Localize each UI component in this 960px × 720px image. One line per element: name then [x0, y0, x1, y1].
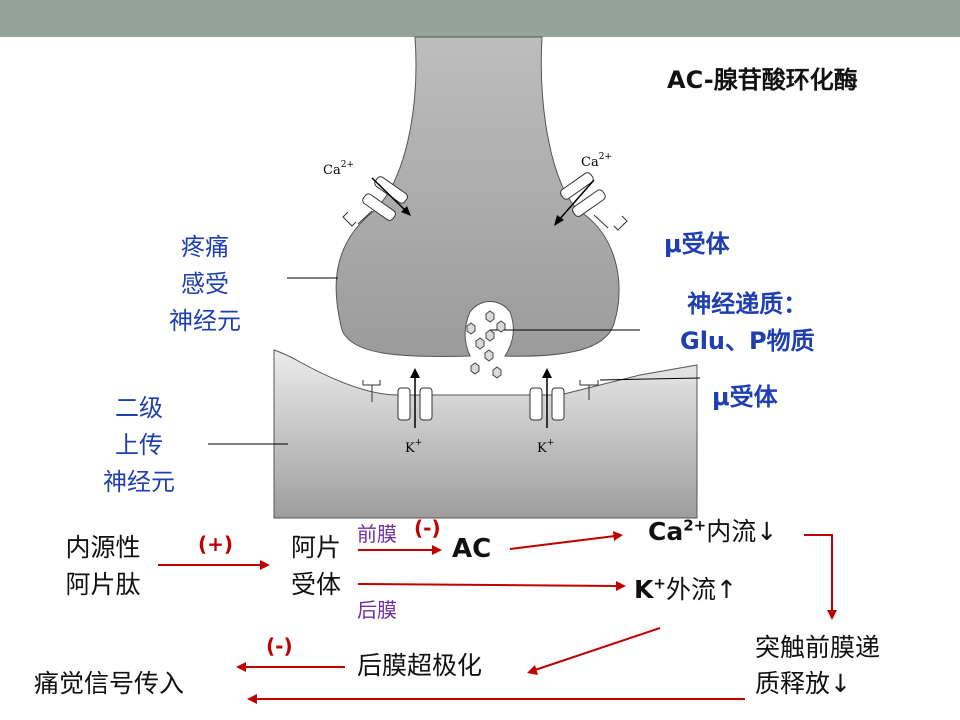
pain-signal-label: 痛觉信号传入 — [34, 669, 185, 698]
k-channel-left — [397, 368, 433, 428]
ca-arrow-left — [371, 177, 411, 216]
transmitter-release-label: 突触前膜递 质释放↓ — [755, 633, 881, 698]
presynaptic-terminal — [335, 36, 620, 358]
ca-influx-label: Ca2+内流↓ — [648, 516, 778, 546]
pain-neuron-label: 疼痛 感受 神经元 — [169, 233, 241, 335]
neurotransmitter-label: 神经递质： Glu、P物质 — [680, 290, 815, 355]
mu-receptor-post-left — [362, 380, 381, 402]
mu-receptor-post-right — [579, 380, 599, 400]
k-label-left: K+ — [405, 438, 422, 456]
mu-receptor-lower-label: μ受体 — [712, 383, 778, 411]
presynaptic-label: 前膜 — [357, 522, 397, 546]
k-label-right: K+ — [537, 438, 554, 456]
ca-label-right: Ca2+ — [581, 152, 612, 170]
ca-label-left: Ca2+ — [323, 160, 354, 178]
k-efflux-label: K+外流↑ — [634, 574, 737, 604]
opioid-receptor-label: 阿片 受体 — [290, 533, 341, 599]
mu-receptor-upper-label: μ受体 — [664, 230, 730, 258]
arrow-receptor-to-k — [357, 583, 619, 587]
arrow-ca-to-release — [804, 534, 833, 612]
arrow-k-to-hyperpolarization — [534, 627, 661, 671]
minus-sign-post: (-) — [266, 634, 293, 658]
postsynaptic-label: 后膜 — [357, 598, 397, 622]
postsynaptic-neuron — [273, 349, 698, 519]
second-neuron-label: 二级 上传 神经元 — [103, 394, 175, 496]
flow-arrows — [158, 531, 837, 704]
plus-sign: (+) — [198, 532, 234, 556]
page-title: AC-腺苷酸环化酶 — [667, 66, 858, 94]
hyperpolarization-label: 后膜超极化 — [357, 651, 483, 680]
endogenous-opioid-label: 内源性 阿片肽 — [65, 533, 141, 599]
k-channel-right — [529, 368, 565, 428]
title-bar — [0, 0, 960, 37]
vesicle-molecules — [466, 310, 506, 379]
arrow-ac-to-ca — [509, 535, 616, 550]
pointer-mu-lower — [599, 377, 701, 381]
ca-channel-left — [362, 176, 408, 221]
mu-receptor-pre-right — [593, 214, 628, 231]
ac-label: AC — [452, 534, 492, 564]
minus-sign-pre: (-) — [414, 516, 441, 540]
mu-receptor-pre-left — [342, 210, 373, 227]
ca-arrow-right — [554, 179, 595, 226]
ca-channel-right — [560, 172, 606, 217]
